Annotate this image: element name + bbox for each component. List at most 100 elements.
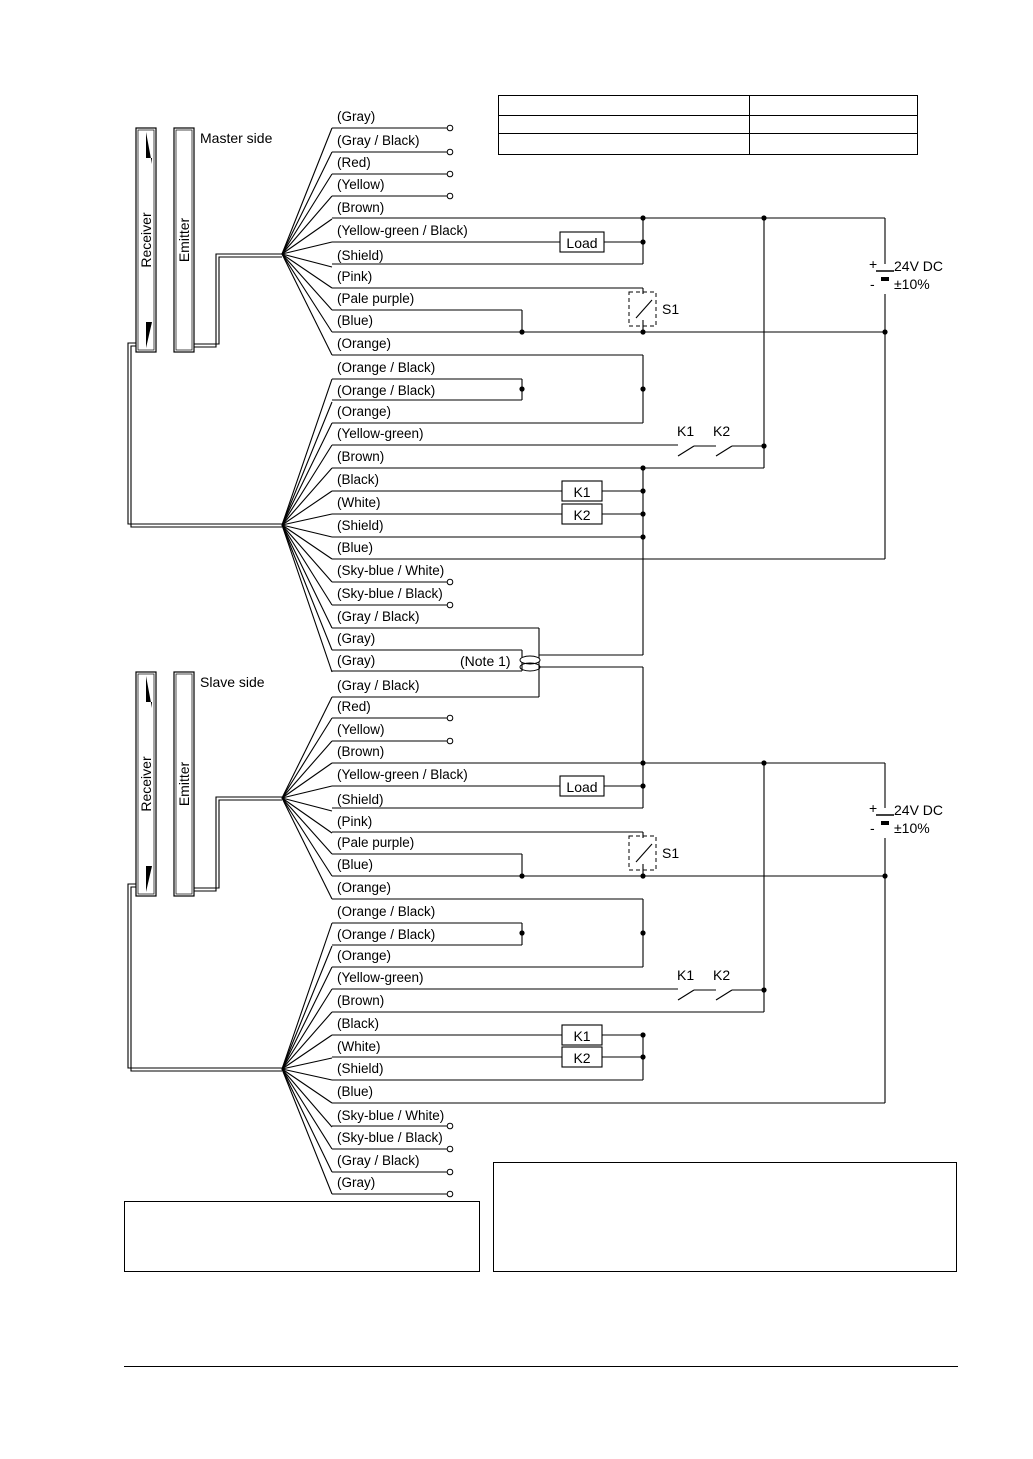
- master-fan-wire: [281, 524, 333, 651]
- slave-fan-wire: [281, 1057, 333, 1070]
- slave-wire-label: (Pale purple): [337, 835, 414, 850]
- slave-receiver-label: Receiver: [138, 756, 154, 812]
- junction-dot: [882, 873, 888, 879]
- master-fan-wire: [281, 195, 333, 255]
- master-emitter-body: [173, 127, 195, 353]
- open-terminal: [446, 737, 454, 745]
- master-side-label: Master side: [200, 130, 273, 146]
- open-terminal: [446, 1145, 454, 1153]
- slave-fan-wire: [281, 717, 333, 799]
- junction-dot: [640, 783, 646, 789]
- master-wire-label: (Blue): [337, 540, 373, 555]
- junction-dot: [519, 329, 525, 335]
- master-wire-label: (White): [337, 495, 381, 510]
- master-fan-wire: [281, 253, 333, 311]
- master-fan-wire: [281, 401, 333, 526]
- master-wire-label: (Red): [337, 155, 371, 170]
- open-terminal: [446, 148, 454, 156]
- master-wire-label: (Orange / Black): [337, 360, 435, 375]
- master-s1-label: S1: [662, 301, 679, 317]
- master-wire-label: (Orange): [337, 336, 391, 351]
- master-fan-wire: [281, 127, 333, 255]
- open-terminal: [446, 1122, 454, 1130]
- slave-k2-contact: [715, 989, 733, 1001]
- master-receiver-body: [135, 127, 157, 353]
- junction-dot: [761, 760, 767, 766]
- slave-s1-contact: [635, 843, 653, 863]
- junction-dot: [640, 873, 646, 879]
- master-wire-label: (Shield): [337, 248, 384, 263]
- slave-battery-plus: +: [869, 800, 877, 816]
- master-k2-box: [561, 503, 603, 525]
- slave-wire-label: (Blue): [337, 857, 373, 872]
- master-emitter-inner: [175, 129, 193, 351]
- junction-dot: [640, 760, 646, 766]
- slave-fan-wire: [281, 797, 333, 855]
- master-fan-wire: [281, 253, 333, 268]
- table-row-divider: [499, 115, 917, 116]
- slave-battery-minus: -: [870, 820, 875, 836]
- master-wire-label: (Sky-blue / Black): [337, 586, 443, 601]
- slave-fan-wire: [281, 797, 333, 877]
- slave-wire-label: (White): [337, 1039, 381, 1054]
- slave-receiver-detail: [146, 676, 152, 708]
- junction-dot: [640, 386, 646, 392]
- junction-dot: [640, 511, 646, 517]
- junction-dot: [519, 930, 525, 936]
- slave-fan-wire: [281, 1068, 333, 1150]
- master-k1-box: [561, 480, 603, 502]
- junction-dot: [640, 465, 646, 471]
- master-fan-wire: [281, 524, 333, 538]
- master-wire-label: (Yellow-green / Black): [337, 223, 468, 238]
- note1-shield-ellipse: [519, 662, 541, 672]
- master-wire-label: (Gray): [337, 631, 375, 646]
- junction-dot: [640, 534, 646, 540]
- slave-fan-wire: [281, 945, 333, 1070]
- slave-fan-wire: [281, 797, 333, 812]
- table-column-divider: [749, 96, 750, 154]
- slave-load-label: Load: [566, 779, 597, 795]
- master-wire-label: (Yellow): [337, 177, 385, 192]
- master-power-tolerance: ±10%: [894, 276, 930, 292]
- footer-rule: [124, 1366, 958, 1367]
- slave-fan-wire: [281, 988, 333, 1070]
- slave-wire-label: (Red): [337, 699, 371, 714]
- slave-fan-wire: [281, 797, 333, 834]
- master-k2-contact-label: K2: [713, 423, 730, 439]
- slave-wiring: [127, 696, 333, 1195]
- slave-wire-label: (Yellow-green): [337, 970, 424, 985]
- master-fan-wire: [281, 524, 333, 673]
- junction-dot: [640, 215, 646, 221]
- master-receiver-detail: [146, 132, 152, 164]
- slave-wire-label: (Brown): [337, 993, 384, 1008]
- master-fan-wire: [281, 444, 333, 526]
- master-load-label: Load: [566, 235, 597, 251]
- slave-wire-label: (Blue): [337, 1084, 373, 1099]
- master-battery-plus: +: [869, 256, 877, 272]
- master-wire-label: (Gray): [337, 653, 375, 668]
- slave-receiver-inner: [137, 673, 155, 895]
- master-fan-wire: [281, 378, 333, 526]
- master-wire-label: (Sky-blue / White): [337, 563, 444, 578]
- master-wire-label: (Gray): [337, 109, 375, 124]
- master-wire-label: (Shield): [337, 518, 384, 533]
- slave-fan-wire: [281, 966, 333, 1070]
- slave-fan-wire: [281, 1068, 333, 1173]
- slave-fan-wire: [281, 1068, 333, 1104]
- slave-emitter-inner: [175, 673, 193, 895]
- slave-wire-label: (Orange / Black): [337, 904, 435, 919]
- slave-k2-box: [561, 1046, 603, 1068]
- open-terminal: [446, 1190, 454, 1198]
- slave-s1-label: S1: [662, 845, 679, 861]
- slave-receiver-cable: [127, 883, 282, 1069]
- slave-power-voltage: 24V DC: [894, 802, 943, 818]
- slave-k1-contact-label: K1: [677, 967, 694, 983]
- open-terminal: [446, 1168, 454, 1176]
- junction-dot: [640, 488, 646, 494]
- slave-fan-wire: [281, 1011, 333, 1070]
- master-fan-wire: [281, 490, 333, 526]
- master-fan-wire: [281, 241, 333, 255]
- slave-k1-label: K1: [573, 1028, 590, 1044]
- slave-wire-label: (Orange): [337, 880, 391, 895]
- slave-fan-wire: [281, 797, 333, 900]
